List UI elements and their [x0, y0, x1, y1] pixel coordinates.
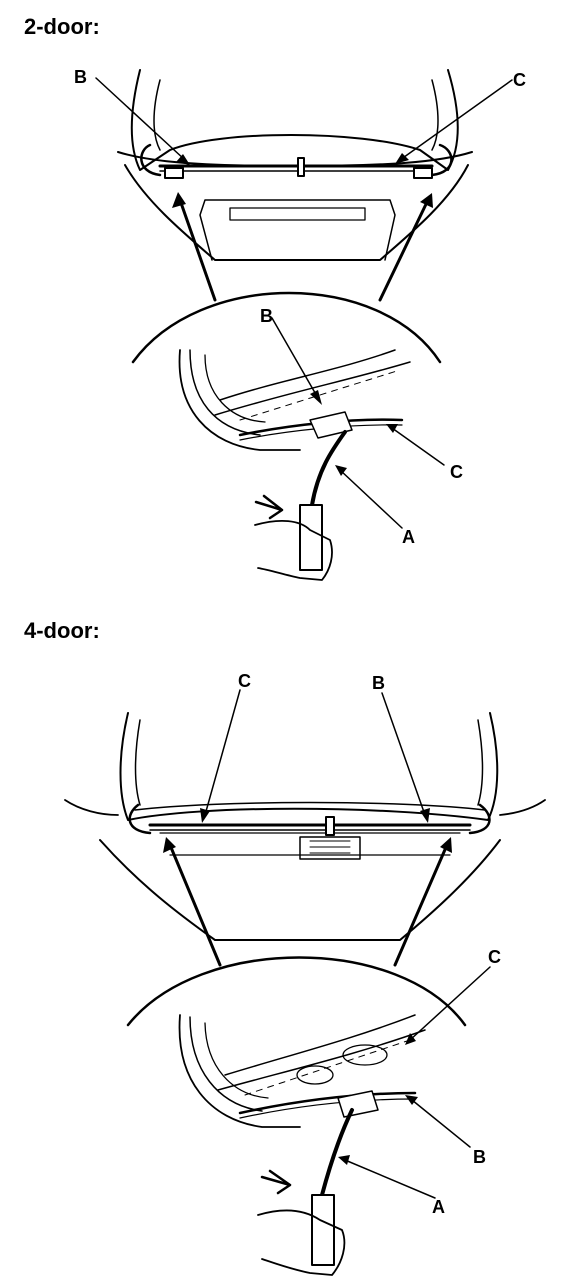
- leader-a-detail: [339, 469, 403, 529]
- inner-grid: [309, 840, 351, 854]
- zoom-arrow-right: [378, 198, 430, 302]
- detail-arc: [131, 291, 442, 364]
- bracket-left: [164, 167, 184, 179]
- callout-a-detail: A: [432, 1197, 445, 1217]
- callout-b-top: B: [372, 673, 385, 693]
- zoom-arrow-left: [168, 843, 222, 967]
- arrowhead-c-detail: [405, 1033, 416, 1045]
- hinge-right: [468, 803, 491, 835]
- leader-c-top: [204, 689, 241, 816]
- rod-clip: [325, 816, 335, 836]
- arrowhead-zoom-right: [440, 837, 452, 853]
- leader-b-top: [381, 692, 426, 816]
- arrowhead-c-top: [200, 808, 210, 823]
- callout-b-detail: B: [260, 306, 273, 326]
- detail-clip: [309, 411, 353, 439]
- callout-c-detail: C: [450, 462, 463, 482]
- detail-slots: [244, 1039, 411, 1096]
- arrowhead-c-top: [395, 153, 409, 164]
- arrowhead-b-top: [176, 154, 190, 165]
- lid-inner: [153, 79, 439, 151]
- body-lower: [99, 839, 501, 941]
- leader-c-detail: [409, 966, 491, 1041]
- tool-shaft: [310, 430, 347, 507]
- detail-clip: [337, 1090, 379, 1118]
- arrowhead-c-detail: [386, 424, 398, 433]
- tool-shaft: [320, 1108, 354, 1197]
- callout-c-top: C: [513, 70, 526, 90]
- arrowhead-a-detail: [338, 1155, 350, 1165]
- tool-handle: [299, 504, 323, 571]
- diagram-2door: B C B C A: [74, 67, 526, 581]
- callout-c-detail: C: [488, 947, 501, 967]
- lid-inner: [134, 719, 484, 806]
- leader-b-top: [95, 77, 186, 161]
- detail-arc: [126, 956, 467, 1027]
- callout-b-detail: B: [473, 1147, 486, 1167]
- inner-slot: [229, 207, 366, 221]
- detail-body-2: [189, 349, 261, 436]
- opening-edge: [117, 151, 473, 167]
- inner-panel: [199, 199, 396, 261]
- leader-a-detail: [344, 1159, 436, 1199]
- detail-slots: [239, 369, 401, 421]
- arrowhead-b-detail: [310, 390, 322, 405]
- rod-clip: [297, 157, 305, 177]
- detail-panel: [214, 349, 411, 416]
- callout-c-top: C: [238, 671, 251, 691]
- detail-body-2: [189, 1016, 263, 1112]
- opening-lower: [124, 164, 469, 261]
- body-edge-left: [64, 799, 119, 816]
- inner-detail: [159, 832, 461, 856]
- leader-b-detail: [271, 317, 319, 399]
- leader-c-detail: [391, 427, 445, 466]
- hinge-left: [140, 143, 162, 177]
- bracket-right: [413, 167, 433, 179]
- detail-hole-1: [342, 1044, 388, 1066]
- zoom-arrow-right: [393, 843, 449, 967]
- leader-b-detail: [411, 1099, 471, 1148]
- callout-b-top: B: [74, 67, 87, 87]
- motion-arrow: [260, 1169, 292, 1195]
- arrowhead-a-detail: [335, 465, 347, 476]
- arrowhead-zoom-left: [163, 837, 176, 853]
- detail-body-1: [178, 349, 301, 451]
- diagram-4door: C B C B A: [64, 671, 546, 1276]
- leader-c-top: [399, 79, 513, 161]
- detail-rod-2: [239, 1098, 416, 1119]
- arrowhead-zoom-left: [172, 192, 186, 208]
- hand: [257, 1209, 346, 1276]
- inner-vent: [299, 836, 361, 860]
- hand: [254, 519, 333, 581]
- detail-body-3: [204, 354, 266, 423]
- section-heading-4door: 4-door:: [24, 618, 100, 643]
- detail-rod: [238, 1091, 417, 1115]
- tool-handle: [311, 1194, 335, 1266]
- detail-panel: [217, 1014, 426, 1091]
- lid-outline: [119, 712, 499, 821]
- hinge-left: [128, 803, 152, 835]
- detail-body-3: [204, 1022, 269, 1099]
- arrowhead-zoom-right: [420, 193, 433, 208]
- section-heading-2door: 2-door:: [24, 14, 100, 39]
- lid-bottom-line: [134, 801, 486, 811]
- lid-outline: [130, 69, 459, 171]
- arrowhead-b-top: [420, 808, 430, 823]
- body-edge-right: [499, 799, 546, 816]
- zoom-arrow-left: [178, 198, 217, 302]
- motion-arrow: [254, 494, 284, 520]
- detail-hole-2: [296, 1065, 334, 1085]
- hinge-right: [430, 143, 453, 177]
- detail-body-1: [178, 1014, 301, 1128]
- callout-a-detail: A: [402, 527, 415, 547]
- arrowhead-b-detail: [405, 1095, 418, 1105]
